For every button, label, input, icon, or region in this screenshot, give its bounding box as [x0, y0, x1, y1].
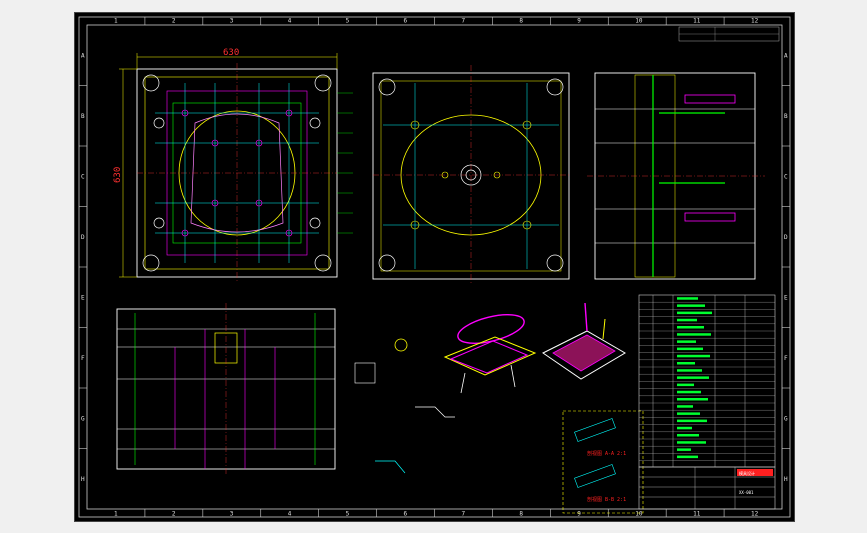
zone-column-label: 12: [751, 511, 759, 518]
bom-entry-mark: [677, 304, 705, 307]
zone-column-label: 2: [172, 18, 176, 25]
side-view: [587, 72, 765, 280]
zone-row-label: G: [81, 415, 85, 422]
zone-column-label: 6: [404, 18, 408, 25]
bom-entry-mark: [677, 405, 693, 408]
drawing-number: XX-001: [739, 490, 754, 495]
revision-table: [678, 26, 780, 42]
zone-row-label: E: [784, 294, 788, 301]
zone-column-label: 12: [751, 18, 759, 25]
zone-column-label: 11: [693, 511, 701, 518]
bom-entry-mark: [677, 362, 695, 365]
zone-column-label: 8: [519, 18, 523, 25]
bom-entry-mark: [677, 354, 710, 358]
zone-row-label: H: [784, 476, 788, 483]
zone-row-label: F: [81, 355, 85, 362]
zone-row-label: B: [81, 113, 85, 120]
bom-entry-mark: [677, 333, 711, 336]
zone-column-label: 9: [577, 511, 581, 518]
bom-entry-mark: [677, 448, 691, 451]
zone-column-label: 10: [635, 511, 643, 518]
zone-column-label: 2: [172, 511, 176, 518]
front-section: [116, 303, 336, 475]
bom-entry-mark: [677, 297, 698, 300]
zone-row-label: C: [784, 173, 788, 180]
zone-column-label: 11: [693, 18, 701, 25]
zone-row-label: F: [784, 355, 788, 362]
zone-column-label: 6: [404, 511, 408, 518]
bom-entry-mark: [677, 412, 700, 415]
zone-row-label: A: [81, 52, 85, 59]
bom-entry-mark: [677, 390, 701, 394]
iso-label-2: 剖视图 B-B 2:1: [587, 496, 626, 503]
zone-row-label: E: [81, 294, 85, 301]
zone-column-label: 8: [519, 511, 523, 518]
title-block: 模具设计 XX-001: [638, 466, 776, 510]
zone-row-label: C: [81, 173, 85, 180]
iso-label-1: 剖视图 A-A 2:1: [587, 450, 626, 457]
zone-row-label: B: [784, 113, 788, 120]
height-dimension: 630: [113, 167, 123, 183]
company-name: 模具设计: [739, 470, 755, 476]
bom-entry-mark: [677, 347, 703, 351]
detail-views: [354, 338, 455, 474]
bom-entry-mark: [677, 426, 692, 430]
zone-column-label: 7: [461, 18, 465, 25]
bom-entry-mark: [677, 326, 704, 329]
bom-entry-mark: [677, 376, 709, 379]
zone-row-label: D: [784, 234, 788, 241]
assembly-detail-box: 剖视图 A-A 2:1 剖视图 B-B 2:1: [562, 410, 644, 514]
bom-entry-mark: [677, 340, 696, 343]
zone-row-label: H: [81, 476, 85, 483]
zone-column-label: 1: [114, 18, 118, 25]
zone-row-label: A: [784, 52, 788, 59]
zone-column-label: 1: [114, 511, 118, 518]
width-dimension: 630: [223, 48, 239, 58]
iso-view-1: [443, 314, 537, 394]
zone-column-label: 3: [230, 18, 234, 25]
top-view-plate: 630 630: [113, 48, 353, 283]
bom-entry-mark: [677, 369, 702, 372]
zone-ticks: [79, 17, 790, 517]
bom-entry-mark: [677, 455, 698, 459]
zone-column-label: 3: [230, 511, 234, 518]
zone-column-label: 10: [635, 18, 643, 25]
bom-entry-mark: [677, 318, 697, 322]
bom-entry-mark: [677, 441, 706, 444]
zone-row-label: D: [81, 234, 85, 241]
bom-entry-mark: [677, 419, 707, 423]
zone-row-label: G: [784, 415, 788, 422]
zone-column-label: 7: [461, 511, 465, 518]
top-view-plate-2: [372, 65, 570, 285]
iso-view-2: [542, 302, 626, 380]
bom-entry-mark: [677, 383, 694, 387]
bom-entry-mark: [677, 311, 712, 315]
bom-entry-mark: [677, 398, 708, 401]
bom-table: [638, 294, 776, 468]
zone-column-label: 9: [577, 18, 581, 25]
zone-column-label: 5: [346, 18, 350, 25]
zone-column-label: 4: [288, 18, 292, 25]
bom-entry-mark: [677, 434, 699, 437]
zone-column-label: 5: [346, 511, 350, 518]
zone-column-label: 4: [288, 511, 292, 518]
